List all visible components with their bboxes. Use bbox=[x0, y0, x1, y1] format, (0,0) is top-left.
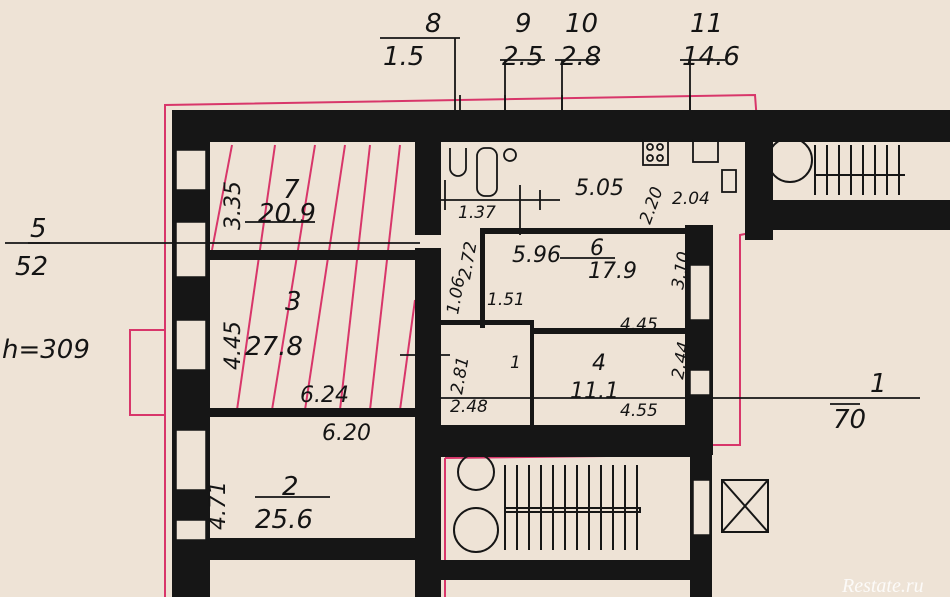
room-5-number: 5 bbox=[30, 214, 47, 244]
room-10-area: 2.8 bbox=[560, 42, 601, 72]
dim-3-35: 3.35 bbox=[221, 181, 246, 230]
dim-4-45: 4.45 bbox=[221, 321, 246, 370]
dim-5-96: 5.96 bbox=[512, 243, 561, 268]
dim-6-24: 6.24 bbox=[300, 383, 349, 408]
room-9-number: 9 bbox=[515, 9, 532, 39]
dim-2-04: 2.04 bbox=[672, 189, 710, 209]
room-2-number: 2 bbox=[282, 472, 299, 502]
dim-2-72: 2.72 bbox=[455, 240, 481, 281]
room-7-number: 7 bbox=[283, 175, 300, 205]
room-5-area: 52 bbox=[15, 252, 48, 282]
total-number: 1 bbox=[870, 369, 887, 399]
room-8-number: 8 bbox=[425, 9, 442, 39]
dim-2-81: 2.81 bbox=[447, 355, 473, 396]
fixtures bbox=[5, 37, 920, 498]
dim-4-45-hall: 4.45 bbox=[620, 315, 658, 335]
room-11-number: 11 bbox=[690, 9, 723, 39]
room-3-area: 27.8 bbox=[245, 332, 303, 362]
dim-4-71: 4.71 bbox=[206, 481, 231, 530]
dim-1-37: 1.37 bbox=[458, 203, 496, 223]
walls bbox=[172, 110, 950, 597]
dim-5-05: 5.05 bbox=[575, 176, 624, 201]
room-6-area: 17.9 bbox=[588, 259, 637, 284]
watermark: Restate.ru bbox=[841, 575, 924, 597]
room-4-number: 4 bbox=[592, 351, 606, 376]
staircase bbox=[453, 137, 905, 553]
room-7-area: 20.9 bbox=[258, 199, 316, 229]
room-11-area: 14.6 bbox=[682, 42, 740, 72]
room-8-area: 1.5 bbox=[383, 42, 424, 72]
dim-2-48: 2.48 bbox=[450, 397, 488, 417]
windows bbox=[175, 149, 711, 541]
room-1-number: 1 bbox=[510, 353, 521, 373]
room-3-number: 3 bbox=[285, 287, 302, 317]
dim-1-51: 1.51 bbox=[487, 290, 525, 310]
dim-1-06: 1.06 bbox=[443, 275, 469, 316]
dim-6-20: 6.20 bbox=[322, 421, 371, 446]
dim-2-20: 2.20 bbox=[636, 184, 668, 226]
labels: 7 20.9 3 27.8 2 25.6 6 17.9 4 11.1 1 5 5… bbox=[2, 9, 887, 535]
total-area: 70 bbox=[833, 405, 866, 435]
room-9-area: 2.5 bbox=[502, 42, 543, 72]
room-10-number: 10 bbox=[565, 9, 598, 39]
room-4-area: 11.1 bbox=[570, 379, 619, 404]
dim-4-55: 4.55 bbox=[620, 401, 658, 421]
room-2-area: 25.6 bbox=[255, 505, 313, 535]
ceiling-height: h=309 bbox=[2, 335, 90, 365]
room-6-number: 6 bbox=[590, 236, 604, 261]
